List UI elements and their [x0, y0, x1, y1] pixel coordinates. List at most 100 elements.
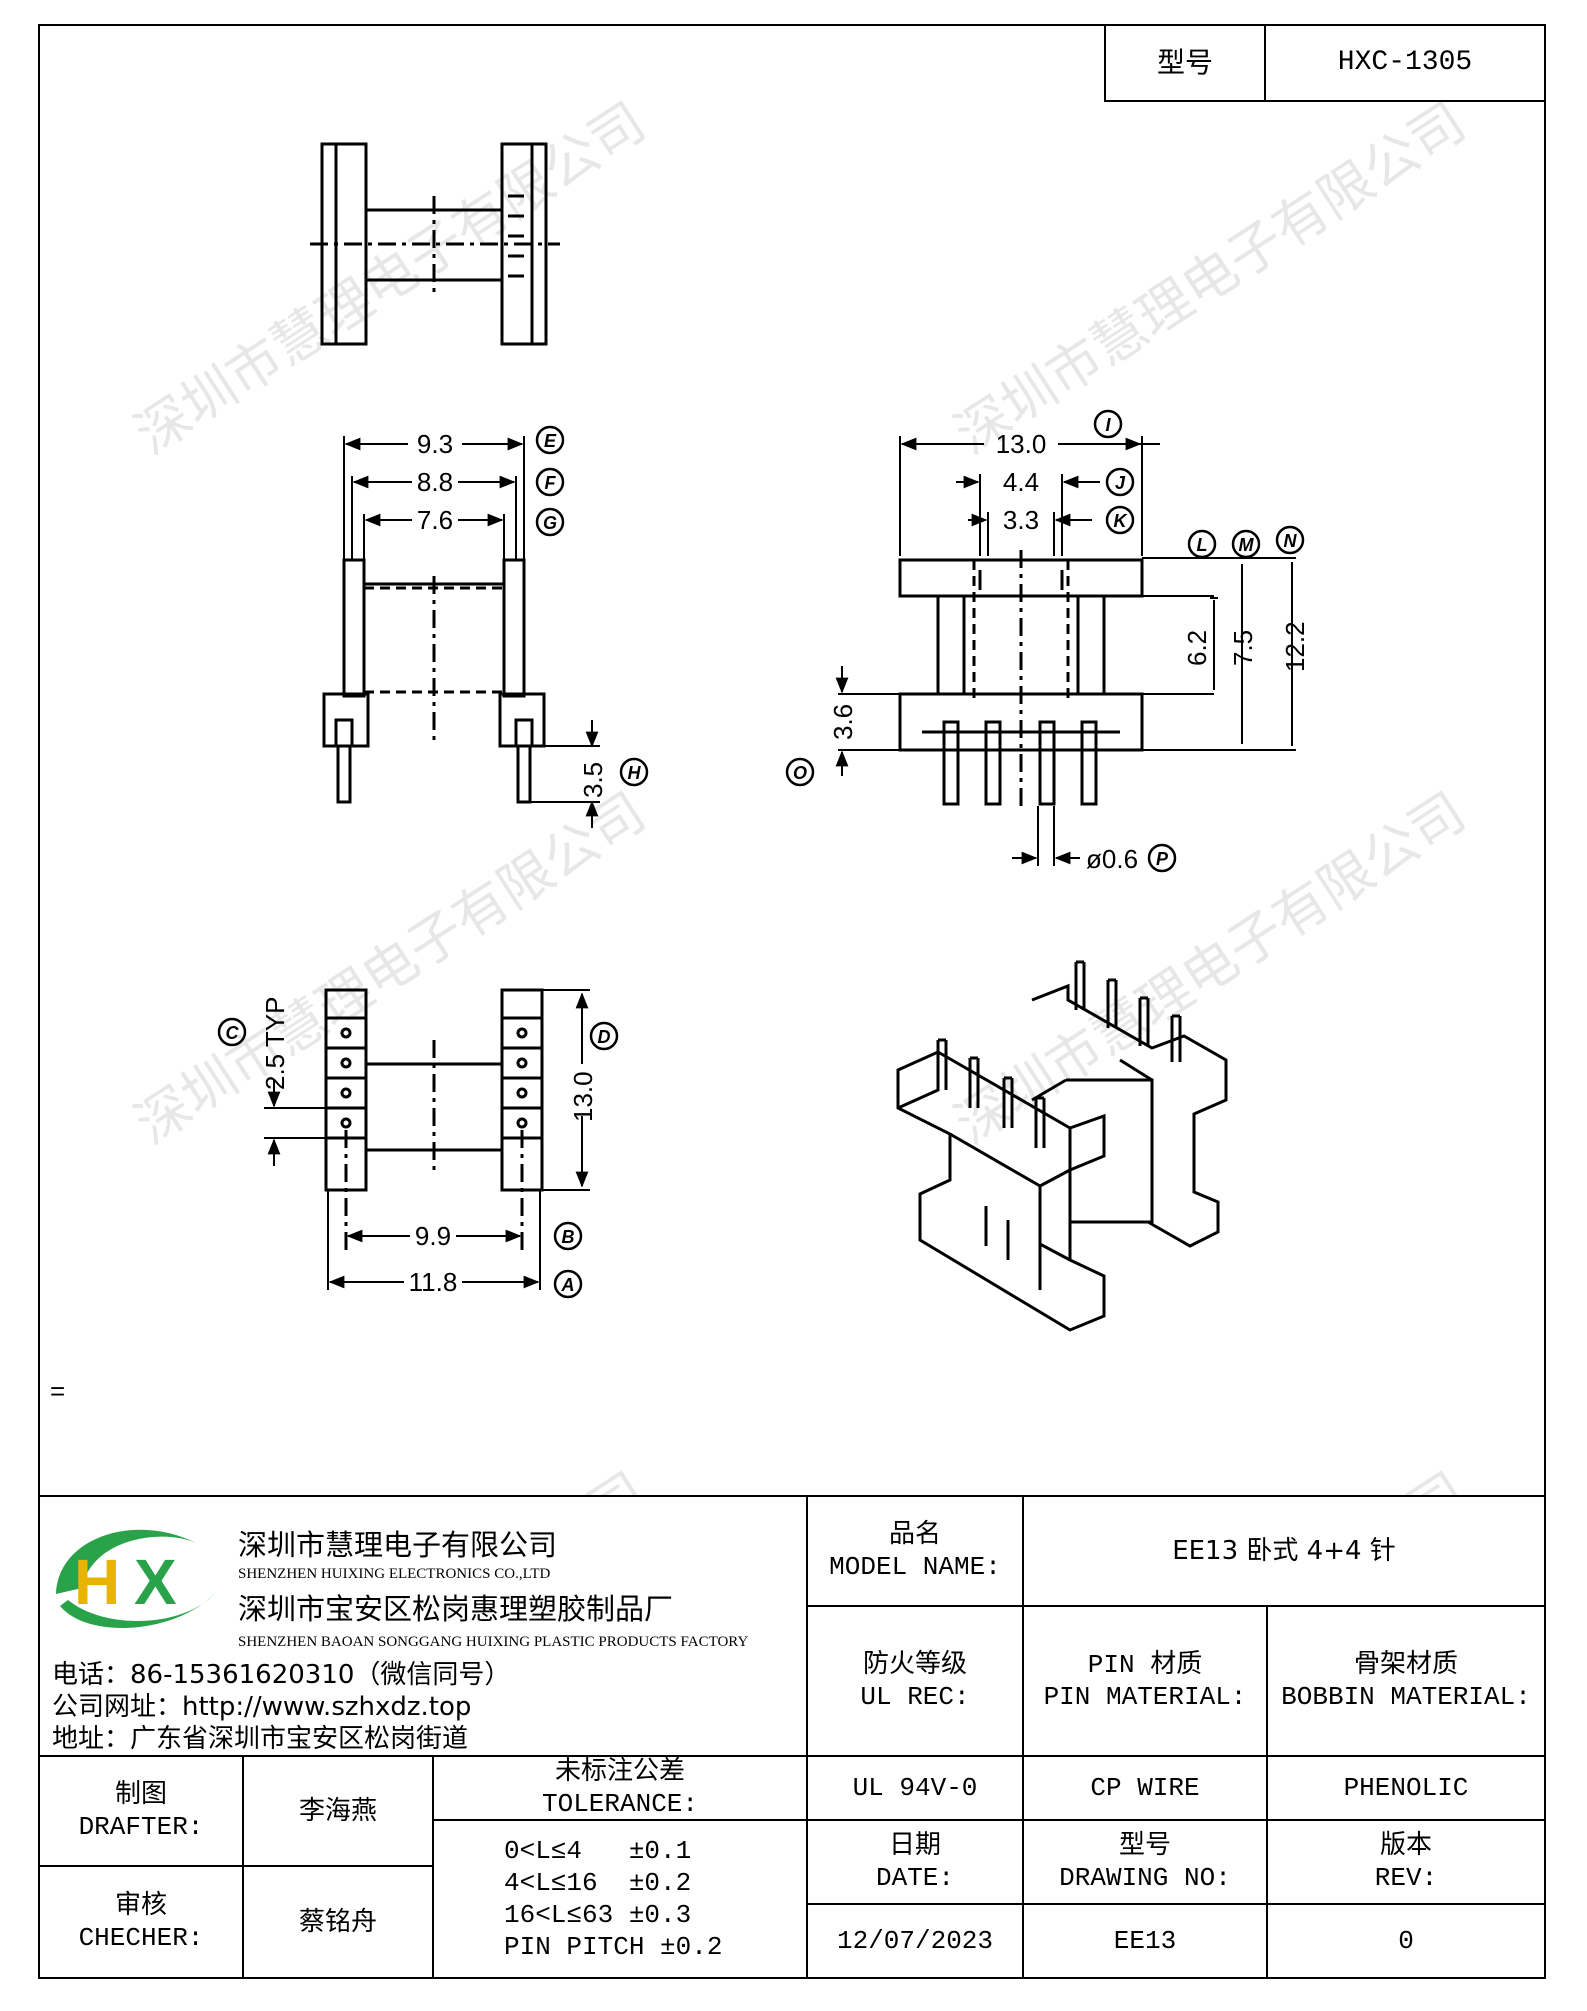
- dim-k-value: 3.3: [1003, 505, 1039, 535]
- technical-drawing: 9.3 8.8 7.6 3.5 13.0 4.4 3.3 6.2 7.5 12.…: [50, 142, 1310, 1406]
- svg-text:I: I: [1105, 415, 1111, 435]
- top-view: [310, 142, 560, 346]
- callout-m: M: [1231, 529, 1261, 559]
- drawing-no-value: EE13: [1022, 1903, 1268, 1979]
- callout-i: I: [1093, 409, 1123, 439]
- dim-e-value: 9.3: [417, 429, 453, 459]
- svg-text:D: D: [598, 1027, 611, 1047]
- bobbin-material-label-en: BOBBIN MATERIAL:: [1281, 1682, 1531, 1712]
- header-model-value-text: HXC-1305: [1337, 47, 1473, 78]
- tolerance-line: 4<L≤16 ±0.2: [504, 1868, 692, 1898]
- bobbin-material-value-text: PHENOLIC: [1343, 1773, 1469, 1803]
- date-label-cn: 日期: [888, 1831, 941, 1861]
- dim-c-value: 2.5 TYP: [260, 997, 290, 1090]
- factory-name-cn: 深圳市宝安区松岗惠理塑胶制品厂: [238, 1592, 674, 1626]
- svg-text:F: F: [545, 473, 557, 493]
- dim-j-value: 4.4: [1003, 467, 1039, 497]
- pin-material-label: PIN 材质 PIN MATERIAL:: [1022, 1605, 1268, 1757]
- side-view-dimensions: [343, 436, 600, 828]
- checker-label-cn: 审核: [114, 1891, 167, 1921]
- dim-o-value: 3.6: [828, 704, 858, 740]
- company-panel: [38, 1495, 808, 1757]
- tolerance-line: 16<L≤63 ±0.3: [504, 1900, 692, 1930]
- callout-n: N: [1275, 525, 1305, 555]
- rev-label-cn: 版本: [1379, 1831, 1432, 1861]
- date-label-en: DATE:: [875, 1863, 954, 1893]
- bobbin-material-label: 骨架材质 BOBBIN MATERIAL:: [1266, 1605, 1546, 1757]
- side-view: [322, 558, 546, 804]
- drawing-no-label-cn: 型号: [1118, 1831, 1171, 1861]
- ul-rec-value-text: UL 94V-0: [852, 1773, 978, 1803]
- drawing-note: =: [50, 1376, 65, 1406]
- callout-a: A: [553, 1269, 583, 1299]
- logo-h-letter: H: [74, 1546, 120, 1618]
- rev-label: 版本 REV:: [1266, 1819, 1546, 1905]
- checker-label-en: CHECHER:: [78, 1923, 204, 1953]
- ul-rec-value: UL 94V-0: [806, 1755, 1024, 1821]
- isometric-view: [896, 983, 1228, 1332]
- front-view: [898, 550, 1144, 810]
- header-model-value: HXC-1305: [1264, 24, 1546, 102]
- pin-material-value: CP WIRE: [1022, 1755, 1268, 1821]
- pin-material-value-text: CP WIRE: [1090, 1773, 1200, 1803]
- model-name-value: EE13 卧式 4+4 针: [1022, 1495, 1546, 1607]
- dim-f-value: 8.8: [417, 467, 453, 497]
- dim-g-value: 7.6: [417, 505, 453, 535]
- tolerance-line: PIN PITCH ±0.2: [504, 1932, 723, 1962]
- drafter-label-en: DRAFTER:: [78, 1812, 204, 1842]
- callout-p: P: [1147, 843, 1177, 873]
- dim-d-value: 13.0: [568, 1071, 598, 1122]
- pin-material-label-cn: PIN 材质: [1087, 1650, 1203, 1680]
- svg-text:G: G: [543, 513, 557, 533]
- ul-rec-label: 防火等级 UL REC:: [806, 1605, 1024, 1757]
- ul-rec-label-en: UL REC:: [860, 1682, 970, 1712]
- dim-a-value: 11.8: [409, 1267, 458, 1297]
- dim-h-value: 3.5: [578, 762, 608, 798]
- callout-e: E: [535, 425, 565, 455]
- factory-name-en: SHENZHEN BAOAN SONGGANG HUIXING PLASTIC …: [238, 1634, 749, 1650]
- drawing-no-label: 型号 DRAWING NO:: [1022, 1819, 1268, 1905]
- callout-l: L: [1187, 529, 1217, 559]
- rev-value-text: 0: [1398, 1926, 1414, 1956]
- svg-text:K: K: [1114, 511, 1129, 531]
- company-logo: H X: [56, 1529, 216, 1628]
- svg-text:J: J: [1115, 473, 1126, 493]
- dim-75-value: 7.5: [1228, 630, 1258, 666]
- tolerance-label-cn: 未标注公差: [554, 1757, 685, 1787]
- callout-g: G: [535, 507, 565, 537]
- rev-label-en: REV:: [1374, 1863, 1438, 1893]
- tolerance-label-en: TOLERANCE:: [541, 1789, 699, 1819]
- company-name-en: SHENZHEN HUIXING ELECTRONICS CO.,LTD: [238, 1566, 551, 1582]
- model-name-value-text: EE13 卧式 4+4 针: [1172, 1536, 1396, 1566]
- company-website[interactable]: 公司网址：http://www.szhxdz.top: [52, 1692, 472, 1722]
- dim-b-value: 9.9: [415, 1221, 451, 1251]
- header-model-label-text: 型号: [1156, 46, 1213, 79]
- callout-d: D: [589, 1021, 619, 1051]
- svg-text:A: A: [561, 1275, 575, 1295]
- drafter-name: 李海燕: [242, 1755, 434, 1867]
- svg-text:O: O: [793, 763, 807, 783]
- svg-text:E: E: [544, 431, 557, 451]
- callout-b: B: [553, 1221, 583, 1251]
- ul-rec-label-cn: 防火等级: [862, 1650, 967, 1680]
- front-view-dimensions: [835, 436, 1296, 866]
- model-name-label-cn: 品名: [888, 1520, 941, 1550]
- checker-name-text: 蔡铭舟: [298, 1907, 377, 1937]
- drafter-name-text: 李海燕: [298, 1796, 377, 1826]
- bottom-view-dimensions: [264, 989, 590, 1290]
- bobbin-material-value: PHENOLIC: [1266, 1755, 1546, 1821]
- svg-text:B: B: [562, 1227, 575, 1247]
- callout-k: K: [1105, 505, 1135, 535]
- tolerance-line: 0<L≤4 ±0.1: [504, 1836, 692, 1866]
- callout-j: J: [1105, 467, 1135, 497]
- rev-value: 0: [1266, 1903, 1546, 1979]
- company-address: 地址：广东省深圳市宝安区松岗街道: [52, 1724, 469, 1754]
- svg-text:C: C: [226, 1023, 240, 1043]
- bottom-view: [324, 988, 544, 1250]
- callout-o: O: [785, 757, 815, 787]
- svg-text:L: L: [1197, 535, 1208, 555]
- bobbin-material-label-cn: 骨架材质: [1353, 1650, 1458, 1680]
- tolerance-values: 0<L≤4 ±0.1 4<L≤16 ±0.2 16<L≤63 ±0.3 PIN …: [432, 1819, 808, 1979]
- model-name-label: 品名 MODEL NAME:: [806, 1495, 1024, 1607]
- company-name-cn: 深圳市慧理电子有限公司: [238, 1528, 558, 1562]
